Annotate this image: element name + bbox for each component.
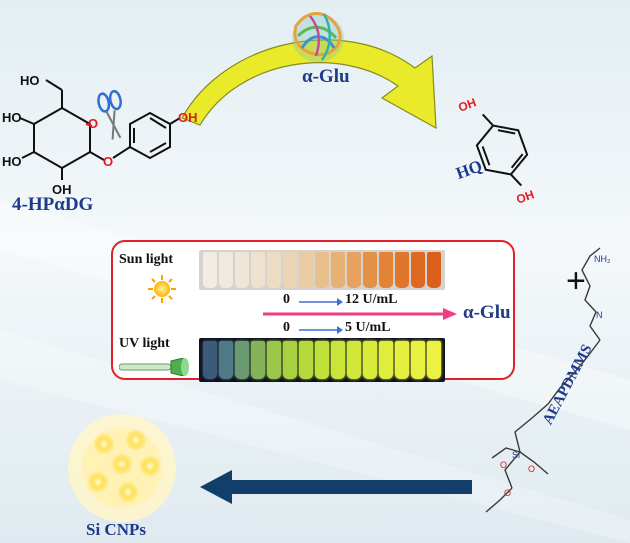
atom-hq-oh-bottom: OH (514, 187, 536, 206)
alpha-glucosidase-protein-icon (292, 12, 344, 62)
vial (251, 341, 265, 379)
atom-n: N (596, 310, 603, 320)
uv-light-label: UV light (119, 336, 170, 351)
atom-ho-bottom-left: HO (2, 154, 22, 169)
vial (411, 252, 425, 288)
vial (363, 341, 377, 379)
vial (363, 252, 377, 288)
atom-silane-o-1: O (500, 460, 507, 470)
vial (347, 341, 361, 379)
uv-vial-row (199, 338, 445, 382)
reaction-arrow (181, 39, 437, 130)
vial (331, 252, 345, 288)
vial (235, 341, 249, 379)
si-cnps-particles (68, 414, 176, 522)
sun-icon (148, 275, 176, 303)
enzyme-label: α-Glu (302, 66, 350, 87)
sun-range-end: 12 U/mL (345, 292, 398, 307)
uv-range-arrow-icon (299, 326, 343, 334)
scissors-icon (97, 89, 122, 140)
sun-range-start: 0 (283, 292, 290, 307)
atom-silane-o-3: O (504, 488, 511, 498)
atom-ring-oxygen: O (88, 116, 98, 131)
vial (235, 252, 249, 288)
vial (427, 252, 441, 288)
atom-ho-left: HO (2, 110, 22, 125)
vial (203, 252, 217, 288)
sun-range-arrow-icon (299, 298, 343, 306)
atom-ho-top: HO (20, 73, 40, 88)
atom-silane-o-2: O (528, 464, 535, 474)
detection-panel: Sun light 0 12 U/mL α-Glu 0 5 U/mL UV li… (111, 240, 515, 382)
uv-lamp-icon (119, 358, 189, 376)
plus-sign: + (566, 262, 586, 300)
uv-range-end: 5 U/mL (345, 320, 391, 335)
product-structure (475, 113, 529, 187)
vial (315, 252, 329, 288)
background-band (0, 330, 630, 543)
vial (219, 341, 233, 379)
vial (267, 341, 281, 379)
vial (219, 252, 233, 288)
atom-oh-bottom: OH (52, 182, 72, 197)
vial (427, 341, 441, 379)
vial (411, 341, 425, 379)
substrate-label: 4-HPαDG (12, 194, 94, 215)
analyte-arrow-icon (263, 308, 457, 320)
sun-light-label: Sun light (119, 252, 174, 267)
vial (299, 252, 313, 288)
vial (283, 341, 297, 379)
atom-glycosidic-oxygen: O (103, 154, 113, 169)
atom-si: Si (512, 450, 520, 460)
analyte-label: α-Glu (463, 302, 511, 323)
atom-nh2: NH₂ (594, 254, 611, 264)
vial (395, 341, 409, 379)
vial (315, 341, 329, 379)
vial (347, 252, 361, 288)
sunlight-vial-row (199, 250, 445, 290)
ring-oxygen-bond (85, 123, 93, 127)
substrate-structure (19, 79, 181, 180)
silane-structure (485, 247, 601, 513)
nanoparticles-label: Si CNPs (86, 520, 146, 539)
vial (203, 341, 217, 379)
vial (251, 252, 265, 288)
vial (299, 341, 313, 379)
synthesis-arrow (200, 470, 472, 504)
vial (379, 341, 393, 379)
atom-phenol-oh: OH (178, 110, 198, 125)
vial (283, 252, 297, 288)
vial (331, 341, 345, 379)
vial (379, 252, 393, 288)
vial (395, 252, 409, 288)
atom-hq-oh-top: OH (456, 95, 478, 114)
vial (267, 252, 281, 288)
uv-range-start: 0 (283, 320, 290, 335)
